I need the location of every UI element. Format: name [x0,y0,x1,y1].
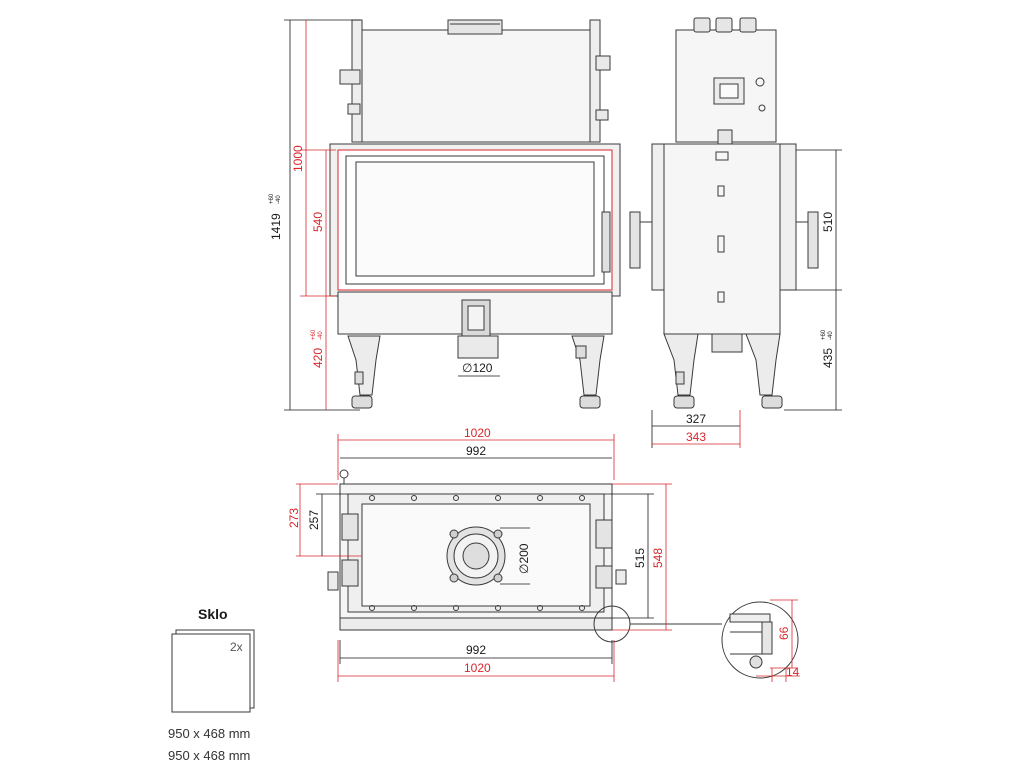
glass-sheet-icon [171,629,255,713]
glass-size-2: 950 x 468 mm [168,748,251,763]
front-left-leg [347,335,381,396]
glass-size-1: 950 x 468 mm [168,726,251,741]
detail-view-dimensions: 66 14 [756,599,800,682]
front-view [329,19,621,409]
top-view-front-strip [339,617,613,631]
side-left-leg [663,333,699,396]
dim-front-total-tol-upper: +60 [269,193,275,204]
front-view-dimensions: 1419 +60 -40 1000 540 420 +60 -40 ∅120 [269,19,500,411]
front-hood [361,29,591,143]
dim-side-depth-inner: 327 [686,412,706,426]
dim-top-flue-diameter: ∅200 [517,543,531,574]
side-view-dimensions: 510 435 +60 -40 327 343 [651,149,842,448]
glass-title: Sklo [198,606,228,622]
front-flue-collar [447,19,503,35]
top-view [327,469,722,643]
glass-count: 2x [230,640,243,654]
dim-detail-width: 14 [786,665,800,679]
dim-top-width-outer-top: 1020 [464,426,491,440]
dim-top-depth-left-inner: 257 [307,510,321,530]
dim-side-leg-tol-upper: +60 [821,329,827,340]
detail-view [721,601,799,679]
dim-detail-height: 66 [777,626,791,640]
dim-top-depth-left-outer: 273 [287,508,301,528]
dim-side-leg-height: 435 [821,348,835,368]
front-glass [355,161,595,277]
dim-front-door-height: 540 [311,212,325,232]
dim-front-leg-tol-lower: -40 [318,331,324,340]
dim-top-width-inner-bottom: 992 [466,643,486,657]
dim-front-total-height: 1419 [269,213,283,240]
dim-side-door-height: 510 [821,212,835,232]
dim-side-leg-tol-lower: -40 [828,331,834,340]
dim-top-width-inner-top: 992 [466,444,486,458]
dim-top-depth-right-outer: 548 [651,548,665,568]
front-door-handle [601,211,611,273]
side-view [629,17,819,409]
front-left-stub [339,69,361,85]
side-right-leg [745,333,781,396]
dim-top-width-outer-bottom: 1020 [464,661,491,675]
dim-front-leg-tol-upper: +60 [311,329,317,340]
dim-top-depth-right-inner: 515 [633,548,647,568]
dim-front-leg-height: 420 [311,348,325,368]
top-view-dimensions: 1020 992 992 1020 273 257 ∅200 515 548 [287,426,672,682]
dim-front-total-tol-lower: -40 [276,195,282,204]
dim-front-air-inlet: ∅120 [462,361,493,375]
front-right-stub [595,55,611,71]
side-body [663,143,781,335]
front-right-leg [571,335,605,396]
top-view-bolts [369,495,585,611]
dim-front-height-top: 1000 [291,145,305,172]
dim-side-depth-outer: 343 [686,430,706,444]
